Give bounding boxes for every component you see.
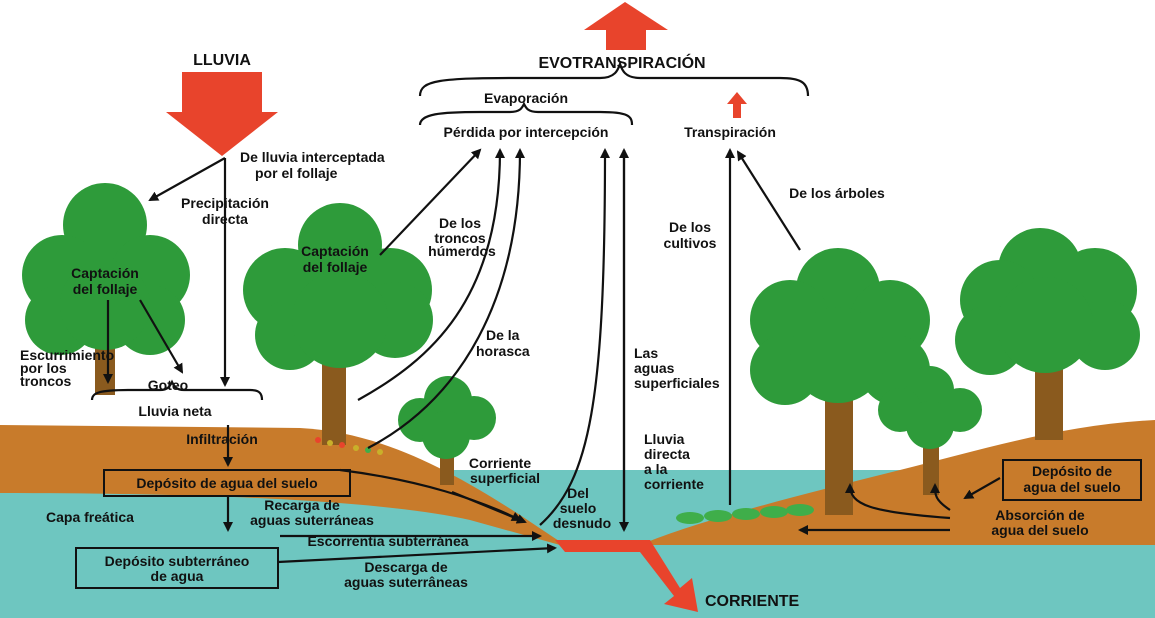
evaporacion-brace: [418, 101, 634, 126]
evotranspiration-brace: [418, 60, 810, 97]
label-goteo: Goteo: [148, 377, 188, 393]
label-capa-freatica: Capa freática: [46, 509, 134, 525]
label-lluvia-directa-2: directa: [644, 446, 690, 462]
label-de-los-cultivos-1: De los: [669, 219, 711, 235]
label-del-suelo-3: desnudo: [553, 515, 611, 531]
label-captacion-left-2: del follaje: [73, 281, 138, 297]
label-deposito-sub-1: Depósito subterráneo: [105, 553, 250, 569]
label-captacion-left-1: Captación: [71, 265, 139, 281]
label-de-los-troncos-2: troncos: [434, 230, 486, 246]
label-evotranspiracion: EVOTRANSPIRACIÓN: [538, 53, 705, 72]
deposito-suelo-left-box: [103, 469, 351, 497]
label-deposito-sub-2: de agua: [151, 568, 204, 584]
label-las-aguas-3: superficiales: [634, 375, 720, 391]
label-deposito-suelo-left: Depósito de agua del suelo: [136, 475, 317, 491]
label-escurrimiento-2: por los: [20, 360, 67, 376]
label-descarga-1: Descarga de: [364, 559, 447, 575]
tree-middle: [243, 203, 433, 445]
tree-right-large: [750, 248, 930, 515]
label-perdida: Pérdida por intercepción: [444, 124, 609, 140]
label-corriente-sup-2: superficial: [470, 470, 540, 486]
rain-arrow: [166, 72, 278, 156]
label-del-suelo-2: suelo: [560, 500, 597, 516]
label-corriente-sup-1: Corriente: [469, 455, 531, 471]
label-lluvia-directa-4: corriente: [644, 476, 704, 492]
label-escurrimiento-3: troncos: [20, 373, 72, 389]
label-transpiracion: Transpiración: [684, 124, 776, 140]
label-escurrimiento-1: Escurrimiento: [20, 347, 114, 363]
crops: [676, 504, 814, 524]
deposito-sub-box: [75, 547, 279, 589]
deposito-suelo-right-box: [1002, 459, 1142, 501]
label-lluvia-directa-1: Lluvia: [644, 431, 685, 447]
label-de-los-arboles: De los árboles: [789, 185, 885, 201]
label-absorcion-1: Absorción de: [995, 507, 1085, 523]
stream-outflow: [555, 540, 698, 612]
label-de-lluvia-interceptada-1: De lluvia interceptada: [240, 149, 385, 165]
leaf-litter: [315, 437, 383, 455]
label-de-los-troncos-1: De los: [439, 215, 481, 231]
label-escorrentia: Escorrentia subterránea: [307, 533, 468, 549]
label-deposito-suelo-right-1: Depósito de: [1032, 463, 1112, 479]
label-recarga-2: aguas suterráneas: [250, 512, 374, 528]
label-de-lluvia-interceptada-2: por el follaje: [255, 165, 338, 181]
label-corriente: CORRIENTE: [705, 593, 800, 610]
tree-small-center: [398, 376, 496, 485]
label-las-aguas-1: Las: [634, 345, 658, 361]
label-lluvia: LLUVIA: [193, 52, 251, 69]
label-infiltracion: Infiltración: [186, 431, 258, 447]
tree-far-right: [955, 228, 1140, 440]
label-deposito-suelo-right-2: agua del suelo: [1023, 479, 1120, 495]
label-de-la-horasca-1: De la: [486, 327, 520, 343]
tree-right-small: [878, 366, 982, 495]
label-de-la-horasca-2: horasca: [476, 343, 530, 359]
transpiration-arrow: [727, 92, 747, 118]
label-recarga-1: Recarga de: [264, 497, 340, 513]
label-descarga-2: aguas suterrâneas: [344, 574, 468, 590]
label-de-los-troncos-3: húmerdos: [428, 243, 496, 259]
label-de-los-cultivos-2: cultivos: [664, 235, 717, 251]
label-lluvia-directa-3: a la: [644, 461, 668, 477]
label-precipitacion-1: Precipitación: [181, 195, 269, 211]
label-captacion-mid-1: Captación: [301, 243, 369, 259]
label-precipitacion-2: directa: [202, 211, 248, 227]
evotranspiration-arrow: [584, 2, 668, 50]
label-las-aguas-2: aguas: [634, 360, 675, 376]
lluvia-neta-brace: [90, 379, 264, 401]
label-evaporacion: Evaporación: [484, 90, 568, 106]
left-water-cut: [0, 493, 560, 545]
tree-left: [22, 183, 190, 395]
flow-arrows: [103, 148, 1001, 564]
label-del-suelo-1: Del: [567, 485, 589, 501]
label-lluvia-neta: Lluvia neta: [138, 403, 211, 419]
label-absorcion-2: agua del suelo: [991, 522, 1088, 538]
label-captacion-mid-2: del follaje: [303, 259, 368, 275]
